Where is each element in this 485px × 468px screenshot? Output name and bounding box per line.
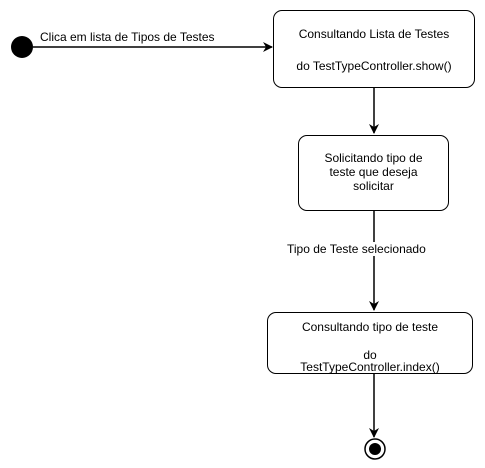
node-solicitando-tipo-line-3: solicitar (353, 179, 394, 193)
node-consultando-tipo-line-1: Consultando tipo de teste (301, 320, 439, 334)
node-consultando-tipo-line-2: do (363, 348, 377, 362)
node-consultando-lista-line-1: Consultando Lista de Testes (298, 27, 450, 41)
node-consultando-lista-line-2: do TestTypeController.show() (296, 59, 452, 73)
node-solicitando-tipo: Solicitando tipo de teste que deseja sol… (298, 135, 449, 211)
node-consultando-tipo-line-3: TestTypeController.index() (300, 360, 440, 374)
node-solicitando-tipo-line-1: Solicitando tipo de (324, 151, 423, 165)
final-node-inner (369, 443, 381, 455)
start-transition-label: Clica em lista de Tipos de Testes (40, 30, 215, 44)
initial-node (11, 36, 33, 58)
node-consultando-lista: Consultando Lista de Testes do TestTypeC… (273, 10, 475, 88)
edge-label-tipo-selecionado: Tipo de Teste selecionado (287, 242, 426, 256)
node-solicitando-tipo-line-2: teste que deseja (329, 165, 418, 179)
node-consultando-tipo: Consultando tipo de teste do TestTypeCon… (267, 312, 473, 374)
